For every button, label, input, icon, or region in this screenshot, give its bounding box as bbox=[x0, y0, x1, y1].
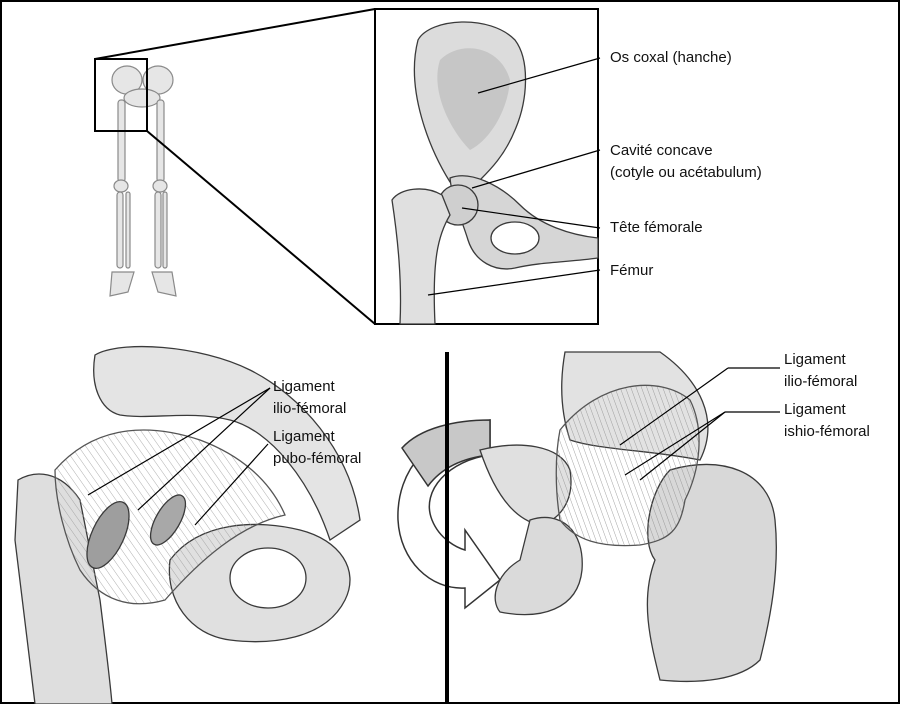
label-os-coxal: Os coxal (hanche) bbox=[610, 48, 732, 68]
label-right-ishio-line1: Ligament bbox=[784, 400, 846, 420]
label-left-pubo-line2: pubo-fémoral bbox=[273, 449, 361, 469]
label-cavite-line1: Cavité concave bbox=[610, 141, 713, 161]
label-left-ilio-line2: ilio-fémoral bbox=[273, 399, 346, 419]
label-right-ilio-line2: ilio-fémoral bbox=[784, 372, 857, 392]
label-right-ilio-line1: Ligament bbox=[784, 350, 846, 370]
posterior-hip-drawing bbox=[480, 352, 776, 681]
skeleton-thumbnail bbox=[110, 66, 176, 296]
label-left-pubo-line1: Ligament bbox=[273, 427, 335, 447]
label-femur: Fémur bbox=[610, 261, 653, 281]
label-cavite-line2: (cotyle ou acétabulum) bbox=[610, 163, 762, 183]
label-right-ishio-line2: ishio-fémoral bbox=[784, 422, 870, 442]
zoom-line-top bbox=[95, 9, 375, 59]
zoom-line-bottom bbox=[147, 131, 375, 324]
label-tete-femorale: Tête fémorale bbox=[610, 218, 703, 238]
label-left-ilio-line1: Ligament bbox=[273, 377, 335, 397]
